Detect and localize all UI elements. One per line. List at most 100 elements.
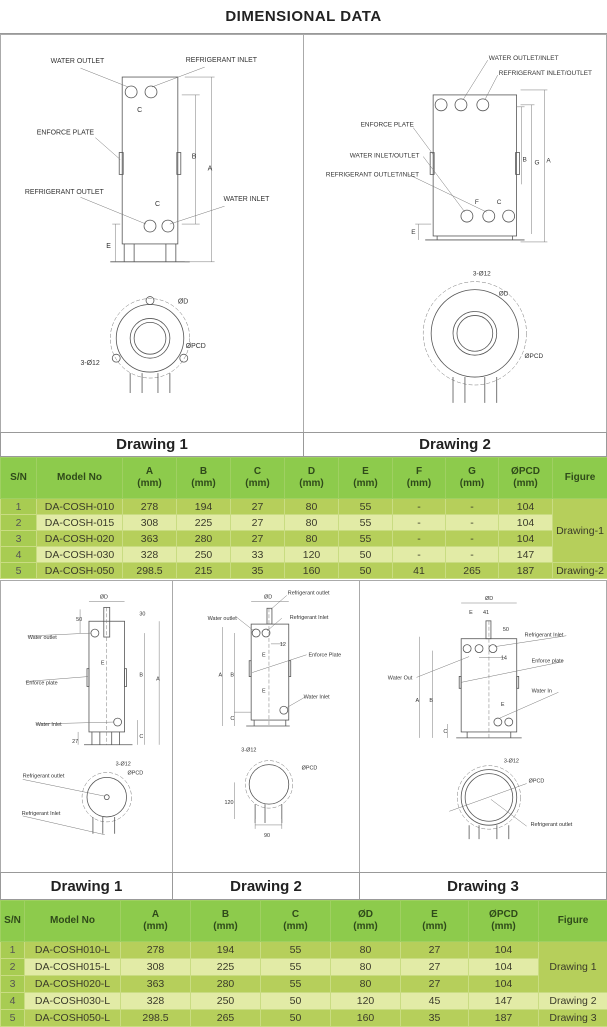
label-water-inlet-outlet: WATER INLET/OUTLET (350, 153, 420, 160)
header-label: ØD (331, 909, 400, 921)
model-cell: DA-COSH-030 (37, 547, 123, 563)
header-label: Figure (539, 915, 607, 927)
column-header: E(mm) (401, 901, 469, 942)
model-cell: DA-COSH-015 (37, 515, 123, 531)
column-header: Figure (539, 901, 607, 942)
label-refrigerant-outlet: REFRIGERANT OUTLET (25, 189, 105, 196)
dim-pcd: ØPCD (529, 779, 545, 785)
header-label: E (339, 466, 392, 478)
dim-e: E (106, 243, 111, 250)
label-refrigerant-inlet: REFRIGERANT INLET (186, 57, 258, 64)
value-cell: 80 (285, 515, 339, 531)
dim-e: E (411, 229, 416, 236)
dim-pcd: ØPCD (128, 770, 144, 776)
value-cell: 278 (123, 499, 177, 515)
value-cell: 308 (123, 515, 177, 531)
value-cell: 194 (177, 499, 231, 515)
label-water-in: Water In (532, 688, 552, 694)
dim-e-lower: E (262, 688, 266, 694)
header-unit: (mm) (339, 478, 392, 490)
dim-g: G (534, 159, 539, 166)
sn-cell: 1 (1, 942, 25, 959)
header-label: C (231, 466, 284, 478)
value-cell: 298.5 (123, 563, 177, 579)
dim-f: F (475, 199, 479, 206)
dim-41: 41 (483, 610, 489, 616)
header-label: ØPCD (469, 909, 538, 921)
column-header: ØPCD(mm) (469, 901, 539, 942)
dim-d: ØD (264, 594, 272, 600)
value-cell: 147 (469, 993, 539, 1010)
value-cell: 50 (339, 547, 393, 563)
column-header: ØD(mm) (331, 901, 401, 942)
value-cell: 27 (401, 976, 469, 993)
value-cell: 250 (177, 547, 231, 563)
header-unit: (mm) (231, 478, 284, 490)
label-water-outlet: Water outlet (208, 616, 238, 622)
sn-cell: 3 (1, 976, 25, 993)
sn-cell: 4 (1, 547, 37, 563)
page-title: DIMENSIONAL DATA (0, 0, 607, 34)
column-header: A(mm) (121, 901, 191, 942)
dim-a: A (546, 157, 551, 164)
header-label: S/N (1, 915, 24, 927)
column-header: C(mm) (231, 458, 285, 499)
value-cell: 33 (231, 547, 285, 563)
column-header: C(mm) (261, 901, 331, 942)
dim-holes: 3-Ø12 (241, 748, 256, 754)
value-cell: 278 (121, 942, 191, 959)
value-cell: 120 (331, 993, 401, 1010)
header-unit: (mm) (499, 478, 552, 490)
value-cell: 27 (231, 531, 285, 547)
column-header: G(mm) (446, 458, 499, 499)
model-cell: DA-COSH-020 (37, 531, 123, 547)
column-header: S/N (1, 458, 37, 499)
column-header: B(mm) (191, 901, 261, 942)
header-unit: (mm) (261, 921, 330, 933)
label-enforce-plate: ENFORCE PLATE (361, 122, 415, 129)
sn-cell: 4 (1, 993, 25, 1010)
label-water-inlet: WATER INLET (224, 196, 271, 203)
header-unit: (mm) (191, 921, 260, 933)
value-cell: 215 (177, 563, 231, 579)
column-header: Figure (553, 458, 607, 499)
model-cell: DA-COSH010-L (25, 942, 121, 959)
dim-d: ØD (499, 291, 509, 298)
header-label: S/N (1, 472, 36, 484)
dim-50: 50 (76, 617, 82, 623)
label-water-inlet: Water Inlet (36, 722, 63, 728)
label-refrigerant-inlet: Refrigerant Inlet (22, 811, 61, 817)
header-label: C (261, 909, 330, 921)
value-cell: 194 (191, 942, 261, 959)
value-cell: 80 (331, 976, 401, 993)
column-header: Model No (25, 901, 121, 942)
header-label: D (285, 466, 338, 478)
dim-c: C (230, 716, 234, 722)
value-cell: - (446, 515, 499, 531)
value-cell: 27 (231, 499, 285, 515)
column-header: D(mm) (285, 458, 339, 499)
label-refrigerant-outlet: Refrigerant outlet (531, 822, 573, 828)
dim-b: B (230, 673, 234, 679)
label-water-outlet-inlet: WATER OUTLET/INLET (489, 55, 559, 62)
label-enforce-plate: ENFORCE PLATE (37, 130, 95, 137)
dim-a: A (156, 677, 160, 683)
dim-pcd: ØPCD (302, 766, 318, 772)
top-drawing-1: WATER OUTLET REFRIGERANT INLET ENFORCE P… (0, 34, 304, 433)
label-enforce-plate: Enforce plate (532, 659, 564, 665)
dim-d: ØD (100, 594, 108, 600)
value-cell: 225 (177, 515, 231, 531)
header-label: B (177, 466, 230, 478)
label-water-inlet: Water Inlet (304, 694, 331, 700)
dim-a: A (208, 165, 213, 172)
dim-12: 12 (280, 642, 286, 648)
model-cell: DA-COSH-050 (37, 563, 123, 579)
dim-b: B (523, 156, 527, 163)
label-enforce-plate: Enforce Plate (309, 653, 342, 659)
figure-cell: Drawing 2 (539, 993, 607, 1010)
dim-b: B (429, 698, 433, 704)
